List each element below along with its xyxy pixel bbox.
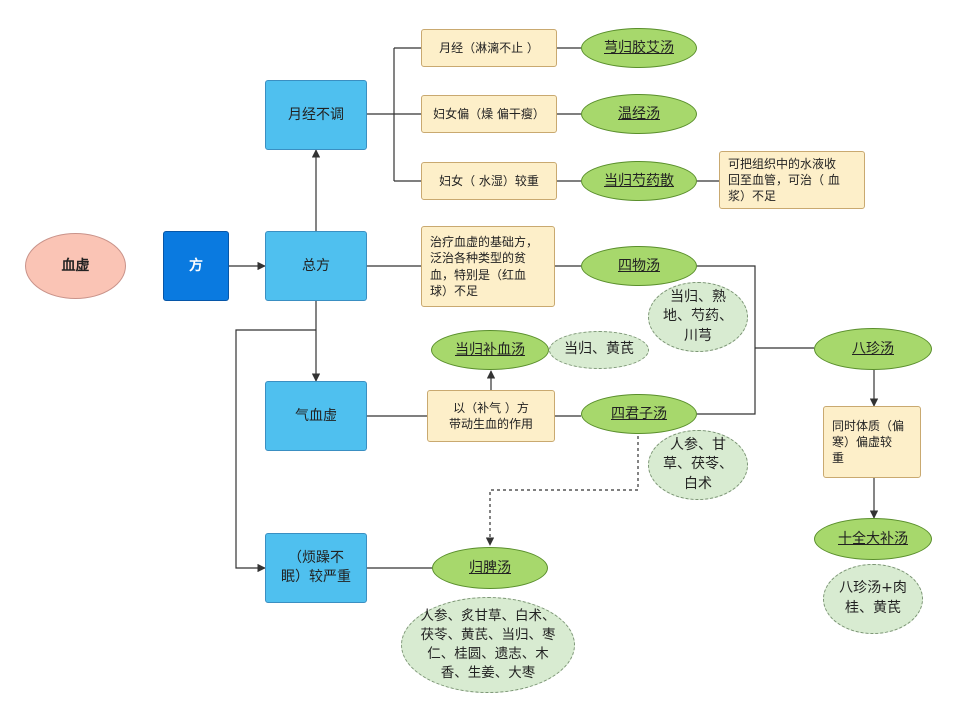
blood-deficiency-node: 血虚 xyxy=(25,233,126,299)
formula-si-jun-zi: 四君子汤 xyxy=(581,394,697,434)
herbs-shi-quan: 八珍汤+肉 桂、黄芪 xyxy=(823,564,923,634)
herbs-gui-pi: 人参、炙甘草、白术、 茯苓、黄芪、当归、枣 仁、桂圆、遗志、木 香、生姜、大枣 xyxy=(401,597,575,693)
menstrual-disorder-node: 月经不调 xyxy=(265,80,367,150)
note-women-cold: 妇女偏（燥 偏干瘦） xyxy=(421,95,557,133)
formula-dang-gui-shao-yao: 当归芍药散 xyxy=(581,161,697,201)
note-qi-tonic: 以（补气 ）方 带动生血的作用 xyxy=(427,390,555,442)
qi-blood-deficiency-node: 气血虚 xyxy=(265,381,367,451)
fang-node: 方 xyxy=(163,231,229,301)
edge-sijunzi-to-guipi xyxy=(485,436,639,546)
herbs-bu-xue: 当归、黄芪 xyxy=(549,331,649,369)
formula-shi-quan-da-bu: 十全大补汤 xyxy=(814,518,932,560)
formula-si-wu: 四物汤 xyxy=(581,246,697,286)
formula-ba-zhen: 八珍汤 xyxy=(814,328,932,370)
note-base-formula: 治疗血虚的基础方， 泛治各种类型的贫 血，特别是（红血 球）不足 xyxy=(421,226,555,307)
note-bazhen: 同时体质（偏 寒）偏虚较 重 xyxy=(823,406,921,478)
herbs-si-jun-zi: 人参、甘 草、茯苓、 白术 xyxy=(648,430,748,500)
insomnia-severe-node: （烦躁不 眠）较严重 xyxy=(265,533,367,603)
note-dangguishaoyao: 可把组织中的水液收 回至血管，可治（ 血 浆）不足 xyxy=(719,151,865,209)
edge-general-to-guipi-box xyxy=(235,329,316,573)
formula-gui-pi: 归脾汤 xyxy=(432,547,548,589)
formula-dang-gui-bu-xue: 当归补血汤 xyxy=(431,330,549,370)
note-women-damp: 妇女（ 水湿）较重 xyxy=(421,162,557,200)
note-menstruation: 月经（淋漓不止 ） xyxy=(421,29,557,67)
general-formula-node: 总方 xyxy=(265,231,367,301)
formula-xiong-gui-jiao-ai: 芎归胶艾汤 xyxy=(581,28,697,68)
formula-wen-jing: 温经汤 xyxy=(581,94,697,134)
edge-siwu-sijunzi-to-bazhen xyxy=(697,265,756,415)
herbs-si-wu: 当归、熟 地、芍药、 川芎 xyxy=(648,282,748,352)
